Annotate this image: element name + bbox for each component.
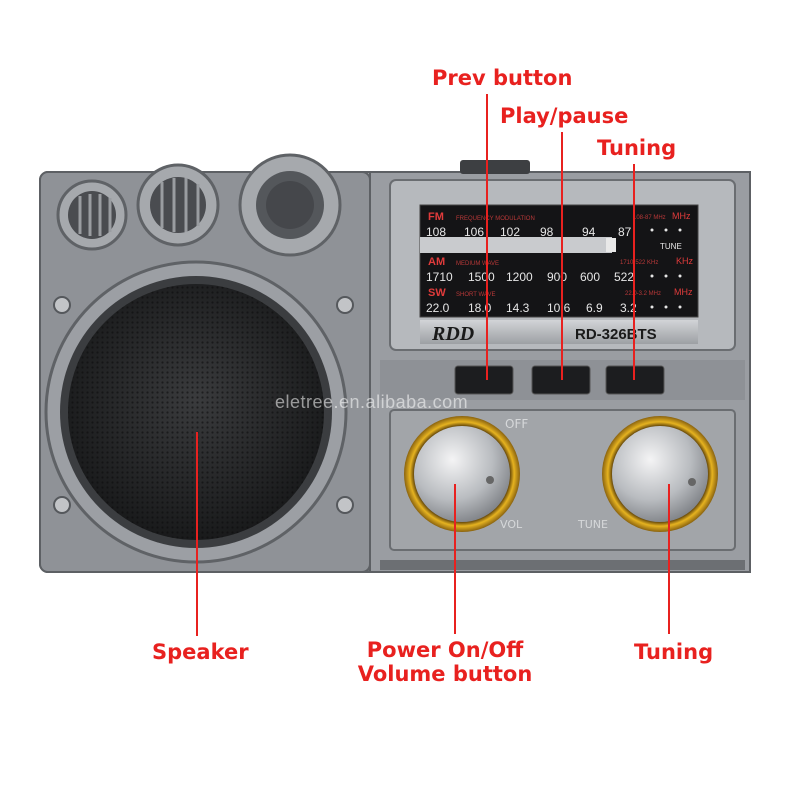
svg-text:1200: 1200 xyxy=(506,270,533,284)
fm-band-label: FM xyxy=(428,211,444,223)
prev-button-callout: Prev button xyxy=(432,66,573,90)
tuning-bottom-callout: Tuning xyxy=(634,640,714,664)
power-volume-callout: Power On/Off Volume button xyxy=(355,638,535,686)
svg-text:102: 102 xyxy=(500,225,520,239)
svg-text:522: 522 xyxy=(614,270,634,284)
brand-logo: RDD xyxy=(431,323,474,345)
vol-label: VOL xyxy=(500,518,523,531)
prev-button[interactable] xyxy=(454,365,514,395)
svg-text:1710: 1710 xyxy=(426,270,453,284)
tuning-top-callout: Tuning xyxy=(597,136,677,160)
tuning-bottom-callout-line xyxy=(668,484,670,634)
watermark: eletree.en.alibaba.com xyxy=(275,392,469,412)
svg-text:108: 108 xyxy=(426,225,446,239)
am-unit: KHz xyxy=(676,256,694,266)
play-pause-callout: Play/pause xyxy=(500,104,629,128)
speaker-callout-line xyxy=(196,432,198,636)
tuning-knob[interactable] xyxy=(602,416,718,532)
am-range: 1710-522 KHz xyxy=(620,260,658,266)
model-label: RD-326BTS xyxy=(575,326,657,343)
svg-text:87: 87 xyxy=(618,225,632,239)
vent-ports xyxy=(56,153,342,257)
screws xyxy=(53,296,354,514)
svg-text:18.0: 18.0 xyxy=(468,301,492,315)
svg-text:98: 98 xyxy=(540,225,554,239)
sw-band-desc: SHORT WAVE xyxy=(456,292,495,298)
off-label: OFF xyxy=(505,417,528,431)
svg-text:22.0: 22.0 xyxy=(426,301,450,315)
svg-text:3.2: 3.2 xyxy=(620,301,637,315)
top-wheel xyxy=(460,160,530,174)
dial-text: FM FREQUENCY MODULATION 108-87 MHz MHz 1… xyxy=(426,211,694,345)
play-callout-line xyxy=(561,132,563,380)
svg-text:106: 106 xyxy=(464,225,484,239)
power-callout-line1: Power On/Off xyxy=(366,638,524,662)
tune-indicator-label: TUNE xyxy=(660,242,682,251)
sw-unit: MHz xyxy=(674,287,693,297)
speaker xyxy=(44,260,348,564)
power-callout-line2: Volume button xyxy=(357,662,533,686)
svg-text:10.6: 10.6 xyxy=(547,301,571,315)
fm-unit: MHz xyxy=(672,211,691,221)
fm-band-desc: FREQUENCY MODULATION xyxy=(456,216,535,222)
am-band-label: AM xyxy=(428,256,445,268)
tuning-button[interactable] xyxy=(605,365,665,395)
speaker-callout: Speaker xyxy=(152,640,249,664)
volume-knob[interactable] xyxy=(404,416,520,532)
power-callout-line xyxy=(454,484,456,634)
svg-text:1500: 1500 xyxy=(468,270,495,284)
tuning-top-callout-line xyxy=(633,164,635,380)
svg-text:6.9: 6.9 xyxy=(586,301,603,315)
sw-scale: 22.0 18.0 14.3 10.6 6.9 3.2 xyxy=(426,301,637,315)
tune-knob-label: TUNE xyxy=(577,518,608,531)
dial-dots xyxy=(650,228,682,309)
svg-text:600: 600 xyxy=(580,270,600,284)
svg-text:94: 94 xyxy=(582,225,596,239)
fm-scale: 108 106 102 98 94 87 xyxy=(426,225,632,239)
am-band-desc: MEDIUM WAVE xyxy=(456,261,499,267)
prev-callout-line xyxy=(486,94,488,380)
fm-range: 108-87 MHz xyxy=(633,215,666,221)
svg-text:14.3: 14.3 xyxy=(506,301,530,315)
sw-range: 22.0-3.2 MHz xyxy=(625,291,661,297)
sw-band-label: SW xyxy=(428,287,446,299)
svg-text:900: 900 xyxy=(547,270,567,284)
